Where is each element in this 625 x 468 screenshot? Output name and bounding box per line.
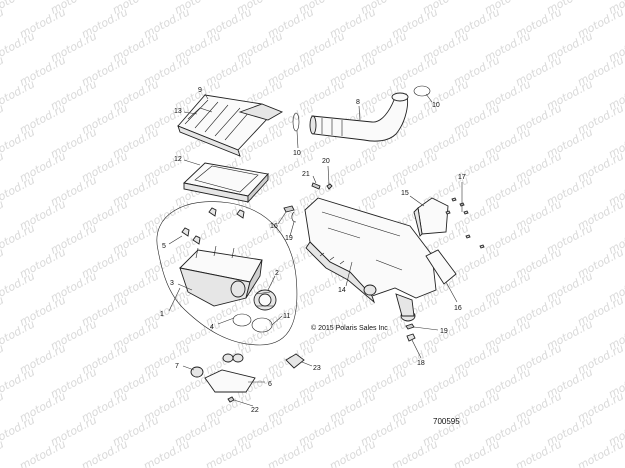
callout-23: 23 <box>313 365 321 372</box>
intake-plenum[interactable] <box>304 197 437 322</box>
gasket[interactable] <box>425 249 457 285</box>
air-filter[interactable] <box>183 162 269 204</box>
leader-lines <box>168 93 463 407</box>
callout-10-right: 10 <box>432 102 440 109</box>
callout-19-right: 19 <box>440 328 448 335</box>
callout-22: 22 <box>251 407 259 414</box>
intake-tube[interactable] <box>309 92 409 142</box>
pre-filter[interactable] <box>413 197 449 237</box>
hose-clamp-large[interactable] <box>251 317 273 333</box>
intake-coupler[interactable] <box>253 289 277 311</box>
callout-3: 3 <box>170 280 174 287</box>
callout-13: 13 <box>174 108 182 115</box>
callout-15: 15 <box>401 190 409 197</box>
callout-21: 21 <box>302 171 310 178</box>
mounting-bracket[interactable] <box>204 369 256 393</box>
fitting-19[interactable] <box>291 211 297 223</box>
callout-14: 14 <box>338 287 346 294</box>
clamp-18[interactable] <box>406 333 416 342</box>
tube-clamp-left[interactable] <box>292 112 300 132</box>
callout-5: 5 <box>162 243 166 250</box>
clips[interactable] <box>181 207 245 245</box>
callout-7: 7 <box>175 363 179 370</box>
callout-18: 18 <box>417 360 425 367</box>
callout-labels: 9 13 12 5 2 3 1 4 11 7 6 22 23 8 10 10 2… <box>160 87 466 414</box>
breather-fitting[interactable] <box>285 353 305 369</box>
hose-clamp-small[interactable] <box>232 313 252 327</box>
callout-17: 17 <box>458 174 466 181</box>
callout-1: 1 <box>160 311 164 318</box>
figure-number: 700595 <box>433 417 460 426</box>
callout-16-left: 16 <box>270 223 278 230</box>
fitting-19-lower[interactable] <box>405 323 415 330</box>
airbox-cover[interactable] <box>177 94 284 157</box>
callout-6: 6 <box>268 381 272 388</box>
bolt-21[interactable] <box>311 182 321 190</box>
copyright-notice: © 2015 Polaris Sales Inc <box>311 324 388 332</box>
tube-clamp-right[interactable] <box>413 85 431 97</box>
sensor-16[interactable] <box>283 205 295 213</box>
callout-12: 12 <box>174 156 182 163</box>
callout-19-left: 19 <box>285 235 293 242</box>
callout-9: 9 <box>198 87 202 94</box>
callout-8: 8 <box>356 99 360 106</box>
grommets[interactable] <box>190 353 244 378</box>
lower-airbox[interactable] <box>179 245 263 307</box>
callout-10-left: 10 <box>293 150 301 157</box>
callout-16-right: 16 <box>454 305 462 312</box>
screw-20[interactable] <box>326 183 333 190</box>
fasteners[interactable] <box>445 197 485 249</box>
callout-20: 20 <box>322 158 330 165</box>
callout-11: 11 <box>283 313 290 320</box>
callout-4: 4 <box>210 324 214 331</box>
screw[interactable] <box>227 396 235 403</box>
callout-2: 2 <box>275 270 279 277</box>
